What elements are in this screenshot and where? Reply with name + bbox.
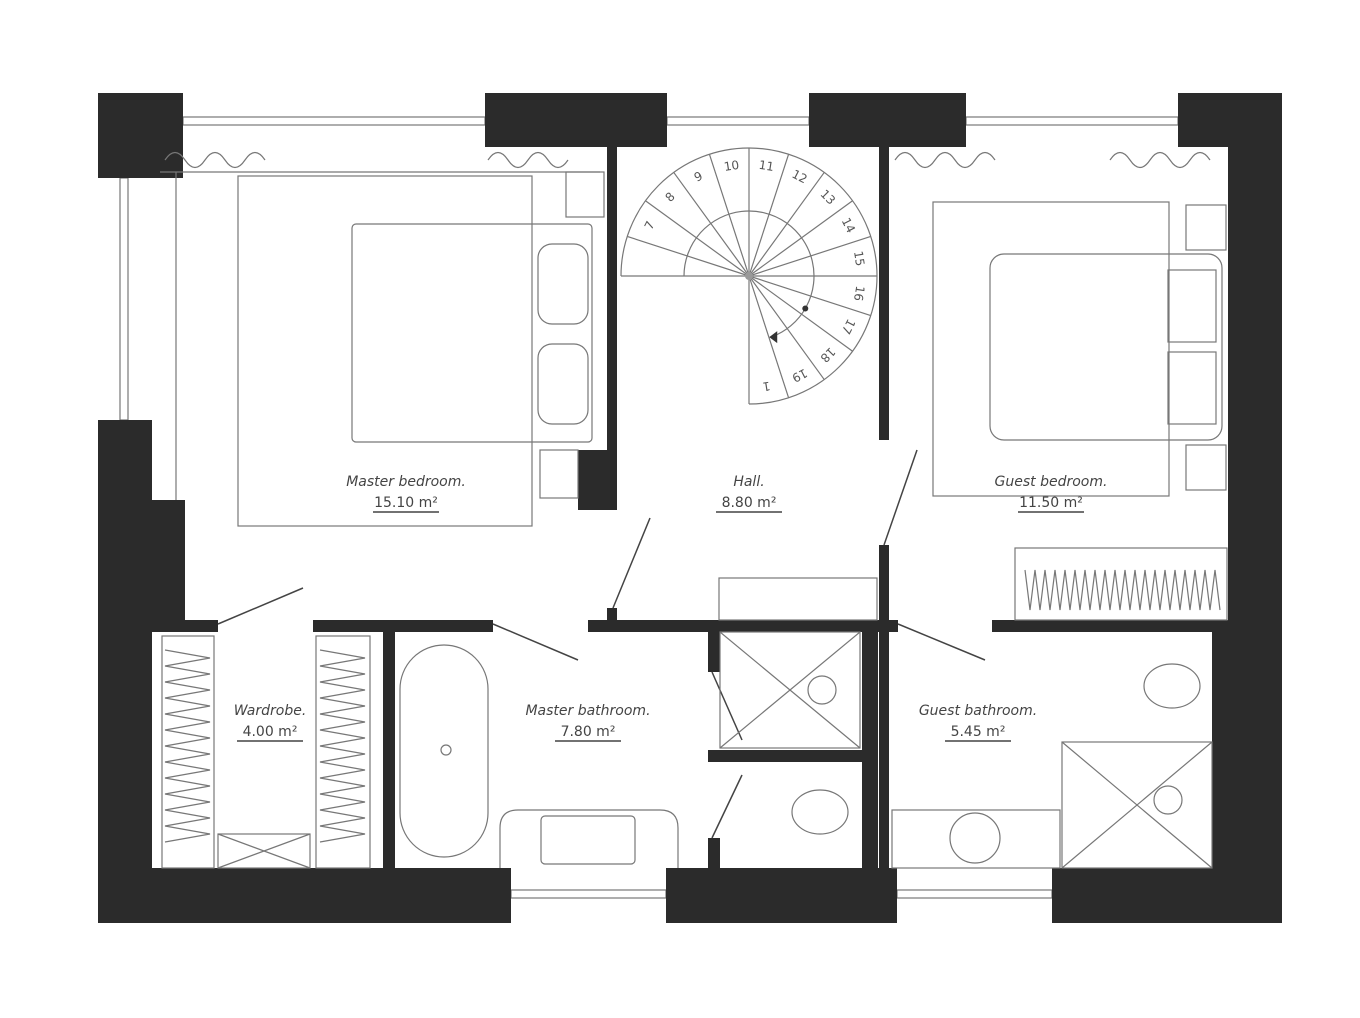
stair-tread [673, 172, 750, 277]
room-area: 5.45 m² [951, 724, 1006, 740]
stair-step-number: 19 [790, 366, 810, 385]
stair-tread [748, 275, 871, 317]
room-area: 11.50 m² [1019, 495, 1083, 511]
room-area: 7.80 m² [561, 724, 616, 740]
stair-step-number: 8 [663, 190, 678, 205]
stair-step-number: 18 [817, 344, 838, 365]
stair-step-number: 10 [723, 158, 740, 174]
stair-step-number: 12 [790, 167, 810, 186]
stair-outer-arc [620, 147, 878, 405]
doors [217, 449, 986, 839]
stair-step-number: 13 [817, 187, 838, 208]
room-name: Master bedroom. [346, 474, 466, 490]
stair-step-number: 15 [851, 250, 867, 267]
stair-tread [708, 154, 750, 277]
stair-tread [627, 235, 750, 277]
guest-bathroom-fixtures [891, 663, 1213, 869]
room-name: Hall. [733, 474, 764, 490]
stair-tread [748, 275, 790, 398]
room-name: Master bathroom. [525, 703, 650, 719]
stair-step-number: 16 [851, 285, 867, 302]
room-area: 4.00 m² [243, 724, 298, 740]
stair-tread [748, 275, 853, 352]
stair-tread [748, 235, 871, 277]
stair-step-number: 17 [839, 317, 858, 337]
master-bed [160, 151, 605, 527]
stair-tread [748, 172, 825, 277]
guest-bed [718, 151, 1228, 621]
stair-tread [748, 200, 853, 277]
stair-step-number: 1 [762, 379, 772, 394]
stair-tread [748, 154, 790, 277]
room-area: 15.10 m² [374, 495, 438, 511]
stair-start-dot [802, 305, 809, 312]
room-name: Guest bathroom. [919, 703, 1037, 719]
stair-column [745, 272, 753, 280]
room-labels: Master bedroom. 15.10 m² Hall. 8.80 m² G… [234, 474, 1108, 742]
stair-tread [645, 200, 750, 277]
room-name: Guest bedroom. [995, 474, 1108, 490]
stair-arrow-icon [769, 331, 778, 344]
stair-step-number: 11 [758, 158, 775, 174]
wardrobe-shelves [161, 635, 371, 869]
room-name: Wardrobe. [234, 703, 307, 719]
stair-step-number: 14 [839, 215, 858, 235]
outer-walls [98, 93, 1282, 923]
stair-step-number: 7 [642, 219, 658, 232]
room-area: 8.80 m² [722, 495, 777, 511]
interior-walls [152, 147, 1228, 870]
stair-step-number: 9 [692, 169, 705, 185]
master-bathroom-fixtures [399, 631, 861, 868]
stair-tread [748, 275, 825, 380]
